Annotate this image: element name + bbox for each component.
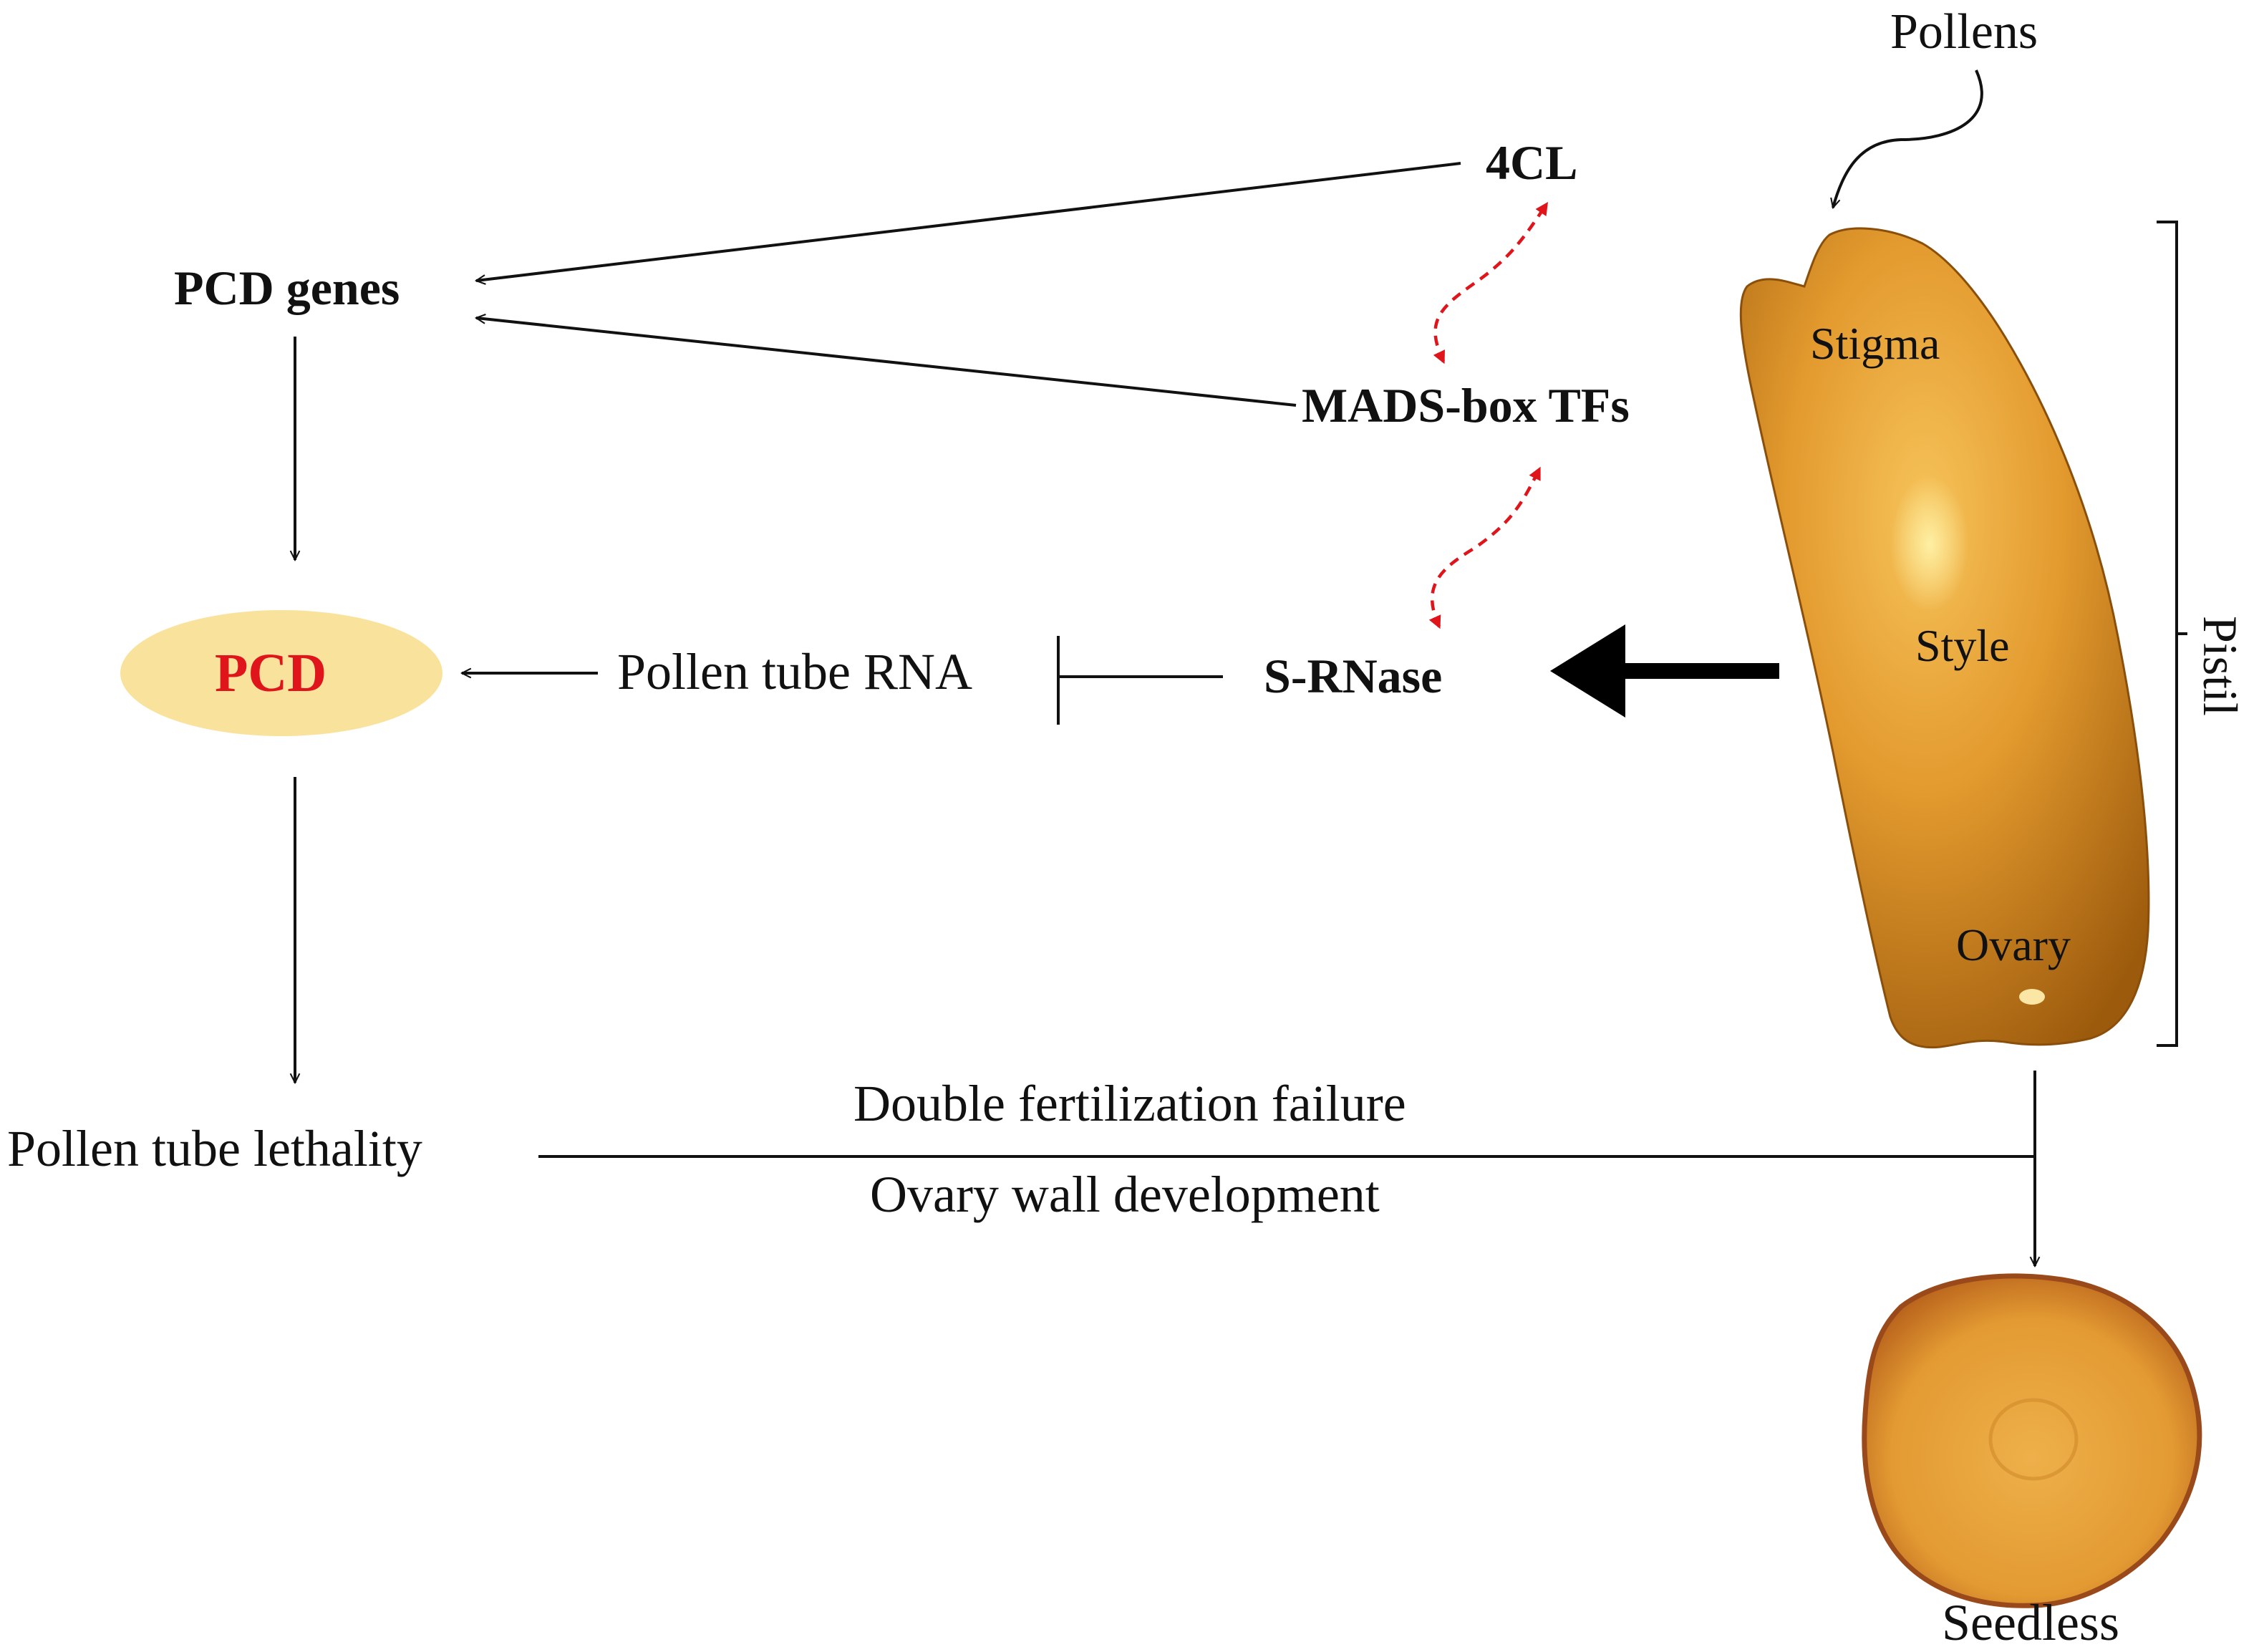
- arrow-4cl-to-pcd-genes: [476, 162, 1461, 281]
- pcd-ellipse: [120, 610, 442, 736]
- dashed-arrow-mads-srnase: [1428, 466, 1542, 629]
- pistil-label: Pistil: [2193, 616, 2248, 716]
- pcd-genes-label: PCD genes: [174, 261, 400, 315]
- seedless-fruit-shape: [1862, 1273, 2202, 1608]
- pistil-shape: [1739, 227, 2150, 1049]
- pollen-tube-lethality-label: Pollen tube lethality: [7, 1120, 422, 1177]
- double-fertilization-label: Double fertilization failure: [853, 1075, 1406, 1132]
- pollen-tube-rna-label: Pollen tube RNA: [617, 643, 972, 700]
- pollens-arrow: [1833, 69, 1983, 208]
- seedless-fruit-core: [1988, 1398, 2079, 1481]
- dashed-arrow-4cl-mads: [1433, 202, 1548, 364]
- pcd-label: PCD: [215, 643, 327, 703]
- arrow-mads-to-pcd-genes: [476, 318, 1297, 407]
- mads-box-label: MADS-box TFs: [1302, 378, 1630, 433]
- pollens-label: Pollens: [1890, 4, 2038, 59]
- pistil-highlight: [1890, 476, 1969, 612]
- srnase-label: S-RNase: [1264, 649, 1443, 703]
- style-label: Style: [1915, 620, 2010, 671]
- stigma-label: Stigma: [1810, 318, 1940, 369]
- seedless-label: Seedless: [1942, 1594, 2119, 1651]
- pistil-speck: [2019, 989, 2045, 1005]
- ovary-wall-label: Ovary wall development: [870, 1166, 1380, 1223]
- pistil-bracket: [2157, 221, 2187, 1047]
- ovary-label: Ovary: [1956, 919, 2071, 970]
- thick-arrowhead: [1550, 624, 1625, 718]
- 4cl-label: 4CL: [1486, 135, 1578, 190]
